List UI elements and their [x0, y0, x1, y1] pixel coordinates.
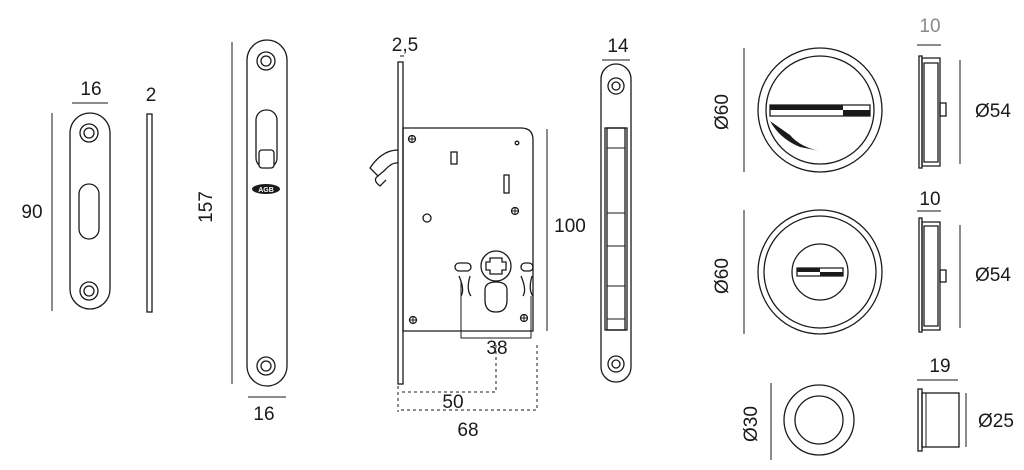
handle-1-diameter-label: Ø60: [712, 94, 733, 130]
strike-width-label: 16: [80, 79, 101, 100]
handle-1-depth-label: 10: [919, 16, 940, 37]
side-width-label: 14: [607, 36, 629, 57]
handle-1-inner-diameter-label: Ø54: [975, 101, 1011, 122]
faceplate-width-label: 16: [253, 404, 274, 425]
handle-2-front: [757, 209, 883, 335]
lock-faceplate-thickness-label: 2,5: [392, 35, 418, 56]
lock-height-label: 100: [554, 216, 586, 237]
handle-2-inner-diameter-label: Ø54: [975, 265, 1011, 286]
svg-text:AGB: AGB: [258, 187, 274, 194]
handle-2-depth-label: 10: [919, 189, 940, 210]
faceplate-front: AGB: [246, 39, 288, 387]
lock-backset-label: 50: [442, 392, 463, 413]
strike-plate-front: [69, 112, 111, 310]
faceplate-height-label: 157: [196, 191, 217, 223]
lock-body: [369, 61, 534, 385]
strike-plate-side: [146, 113, 153, 313]
pull-depth-label: 19: [929, 356, 950, 377]
pull-diameter-label: Ø30: [741, 406, 762, 442]
pull-front: [783, 384, 855, 456]
handle-2-diameter-label: Ø60: [712, 258, 733, 294]
lock-depth-dimension-line: [400, 345, 538, 411]
lock-side-view: [600, 63, 632, 383]
handle-1-front: [757, 47, 883, 173]
lock-depth-label: 68: [457, 420, 478, 441]
pull-inner-diameter-label: Ø25: [978, 411, 1014, 432]
handle-1-side: [918, 55, 947, 169]
pull-side: [917, 388, 960, 452]
handle-2-side: [918, 217, 947, 333]
lock-backset-dimension-line: [400, 345, 497, 393]
lock-spacing-label: 38: [486, 338, 507, 359]
strike-thickness-label: 2: [146, 85, 157, 106]
strike-height-label: 90: [21, 202, 42, 223]
